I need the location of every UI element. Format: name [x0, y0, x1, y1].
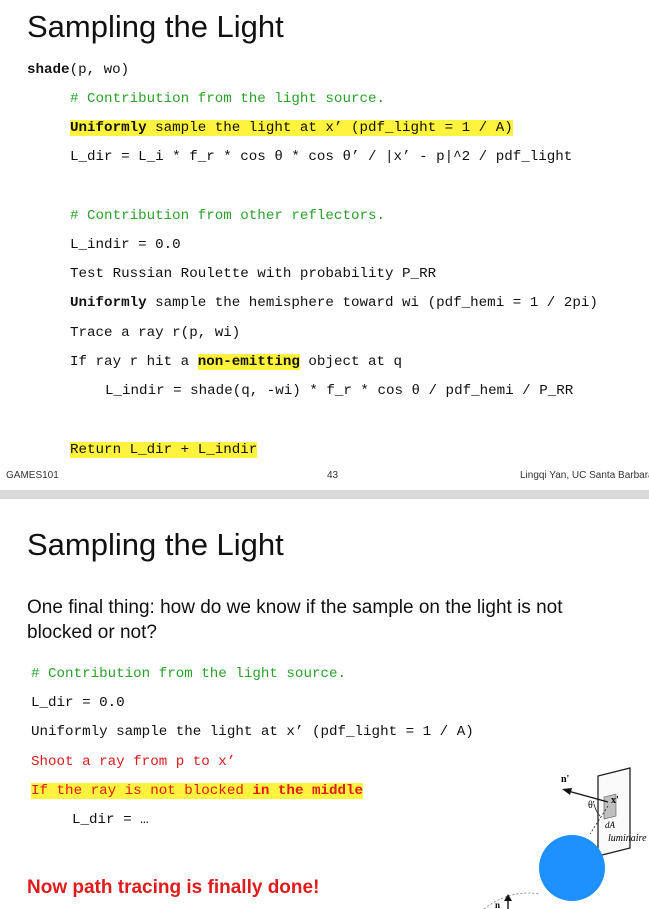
label-n-prime: n' — [561, 774, 570, 785]
keyword-in-the-middle: in the middle — [252, 783, 364, 799]
label-luminaire: luminaire — [608, 833, 647, 844]
code-line-russian-roulette: Test Russian Roulette with probability P… — [70, 266, 437, 282]
code-line-function-signature: shade(p, wo) — [27, 61, 129, 79]
hemisphere-outline — [483, 892, 541, 909]
code-line-return: Return L_dir + L_indir — [70, 441, 258, 459]
code-line-l-indir-recursive: L_indir = shade(q, -wi) * f_r * cos θ / … — [105, 383, 574, 399]
highlighted-code: Uniformly sample the light at x’ (pdf_li… — [70, 120, 513, 136]
code-comment-light-source: # Contribution from the light source. — [70, 91, 386, 107]
code-text: sample the light at x’ (pdf_light = 1 / … — [146, 120, 513, 136]
code-line-if-hit: If ray r hit a non-emitting object at q — [70, 353, 402, 371]
function-name: shade — [27, 62, 70, 78]
code-text: If ray r hit a — [70, 354, 198, 370]
highlighted-code: Return L_dir + L_indir — [70, 442, 258, 458]
arrowhead — [562, 788, 572, 795]
light-sampling-diagram: n' θ' x' dA luminaire n — [483, 767, 647, 909]
code-text: If the ray is not blocked — [31, 783, 253, 799]
keyword-non-emitting: non-emitting — [197, 354, 300, 370]
code-line-l-indir-init: L_indir = 0.0 — [70, 237, 181, 253]
code-text: object at q — [299, 354, 403, 370]
code-line-shoot-ray: Shoot a ray from p to x’ — [31, 754, 236, 770]
code-line-l-dir: L_dir = L_i * f_r * cos θ * cos θ’ / |x’… — [70, 149, 573, 165]
keyword-uniformly: Uniformly — [70, 295, 147, 311]
footer-author: Lingqi Yan, UC Santa Barbara — [520, 470, 649, 481]
function-args: (p, wo) — [69, 62, 130, 78]
angle-arc — [593, 803, 601, 817]
slide-43: Sampling the Light shade(p, wo) # Contri… — [6, 9, 649, 481]
occluder-sphere — [539, 835, 605, 901]
code-line-l-dir-init: L_dir = 0.0 — [31, 695, 125, 711]
footer-course: GAMES101 — [6, 470, 59, 481]
code-line-l-dir-ellipsis: L_dir = … — [72, 812, 149, 828]
sample-ray — [589, 805, 609, 835]
slide-separator — [0, 490, 649, 499]
highlighted-code: If the ray is not blocked in the middle — [31, 783, 364, 799]
footer-page-number: 43 — [327, 470, 339, 481]
slide-44: Sampling the Light One final thing: how … — [0, 499, 649, 909]
code-comment-other-reflectors: # Contribution from other reflectors. — [70, 208, 386, 224]
slide-title: Sampling the Light — [27, 527, 284, 562]
code-line-if-not-blocked: If the ray is not blocked in the middle — [31, 782, 364, 800]
code-line-trace-ray: Trace a ray r(p, wi) — [70, 325, 241, 341]
conclusion-text: Now path tracing is finally done! — [27, 877, 320, 898]
code-line-sample-hemisphere: Uniformly sample the hemisphere toward w… — [70, 294, 598, 312]
question-text: One final thing: how do we know if the s… — [27, 597, 563, 643]
code-line-uniform-sample-light: Uniformly sample the light at x’ (pdf_li… — [70, 119, 513, 137]
slide-title: Sampling the Light — [27, 9, 284, 44]
keyword-uniformly: Uniformly — [70, 120, 147, 136]
label-x-prime: x' — [611, 795, 619, 806]
code-comment-light-source: # Contribution from the light source. — [31, 666, 347, 682]
code-text: sample the hemisphere toward wi (pdf_hem… — [146, 295, 598, 311]
arrowhead — [504, 894, 512, 901]
normal-n-prime-arrow — [567, 790, 609, 803]
label-dA: dA — [605, 820, 616, 830]
label-theta-prime: θ' — [588, 800, 595, 811]
code-line-uniform-sample-light: Uniformly sample the light at x’ (pdf_li… — [31, 724, 474, 740]
label-n: n — [495, 900, 500, 909]
dA-patch — [603, 793, 617, 820]
